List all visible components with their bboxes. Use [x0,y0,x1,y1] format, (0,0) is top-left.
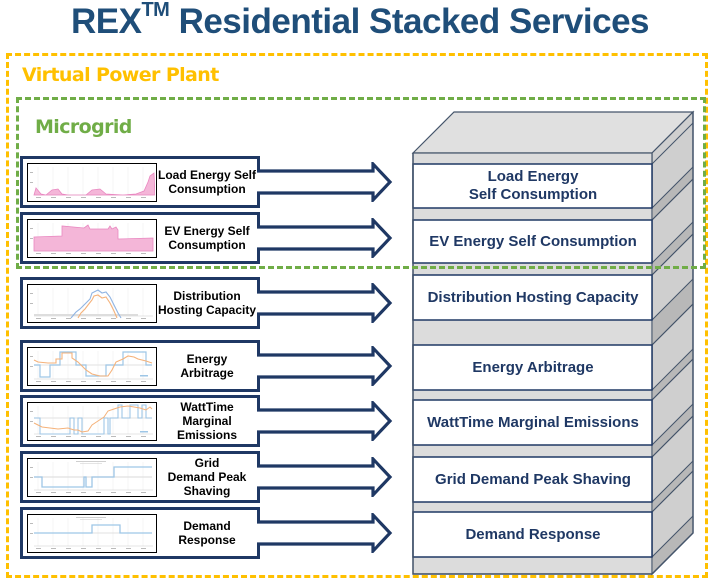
service-card-label-line: Shaving [183,484,231,498]
stack-slot-7 [412,511,653,558]
stack-slot-label-line: Demand Response [465,525,601,543]
stack-side-edge [651,178,694,221]
service-card-label-line: Response [178,533,236,547]
service-card-label-line: Hosting Capacity [157,303,256,317]
service-thumbnail-chart [27,347,157,386]
title-rest: Residential Stacked Services [169,2,650,41]
stack-slot-4 [412,344,653,391]
stack-side-edge [651,415,694,458]
stack-slot-1 [412,163,653,209]
stack-slot-label-line: Load Energy [487,168,579,185]
arrow-right-icon [257,215,393,261]
stack-slot-label-line: EV Energy Self Consumption [429,232,637,250]
stack-slot-label: Energy Arbitrage [414,345,652,390]
stack-slot-label: Grid Demand Peak Shaving [414,457,652,502]
stack-top-face [411,111,695,154]
virtual-power-plant-region [6,53,708,578]
microgrid-label: Microgrid [35,116,132,138]
service-card-label-line: EV Energy Self [164,224,250,238]
stack-outline [412,112,694,575]
arrow-right-icon [257,280,393,326]
service-card-label-line: Grid [194,456,220,470]
stack-side-edge [651,303,694,346]
stack-slot-label-line: Distribution Hosting Capacity [427,288,639,306]
service-thumbnail-chart [27,219,157,258]
arrow-right-icon [257,159,393,205]
arrow-right-icon [257,343,393,389]
title-main: REX [70,2,142,41]
service-card-label-line: Demand [183,519,231,533]
stack-slot-6 [412,456,653,503]
service-thumbnail-chart [27,514,157,553]
service-card-label-line: Emissions [176,428,238,442]
service-card-label-line: Load Energy Self [157,168,257,182]
stack-slot-label-line: Self Consumption [468,186,598,203]
service-thumbnail-chart [27,163,157,202]
service-card-label-line: Energy [186,352,228,366]
service-card-label-line: Consumption [168,182,246,196]
service-card-label-line: Consumption [168,238,246,252]
service-thumbnail-chart [27,458,157,497]
trademark-superscript: TM [141,0,170,21]
stack-slot-3 [412,274,653,321]
page-title: REXTM Residential Stacked Services [0,0,720,42]
stack-slot-label-line: Energy Arbitrage [472,358,594,376]
service-card-label-line: WattTime [180,400,234,414]
service-card-label-line: Distribution [173,289,241,303]
service-thumbnail-chart [27,402,157,441]
arrow-right-icon [257,398,393,444]
stack-slot-label-line: Grid Demand Peak Shaving [435,470,631,488]
stack-side-edge [651,358,694,401]
service-card-label-line: Arbitrage [180,366,234,380]
stack-slot-label: Distribution Hosting Capacity [414,275,652,320]
stack-slot-label: EV Energy Self Consumption [414,220,652,263]
service-card-label-line: Demand Peak [167,470,247,484]
service-thumbnail-chart [27,284,157,323]
stack-side-edge [651,122,694,165]
arrow-right-icon [257,510,393,556]
stack-side-edge [651,470,694,513]
virtual-power-plant-label: Virtual Power Plant [22,64,219,86]
arrow-right-icon [257,454,393,500]
stack-slot-label: Demand Response [414,512,652,557]
service-card-label-line: Marginal [182,414,232,428]
stack-slot-label: WattTime Marginal Emissions [414,400,652,445]
stack-slot-label-line: WattTime Marginal Emissions [427,413,639,431]
stack-slot-5 [412,399,653,446]
